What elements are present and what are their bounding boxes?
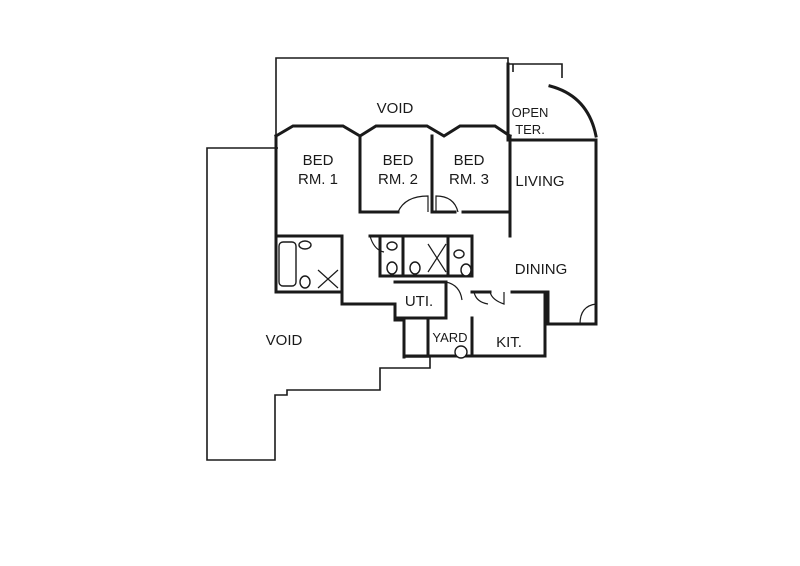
kitchen-wall	[470, 290, 547, 358]
void-left-outline	[206, 147, 431, 461]
bathtub-1	[278, 241, 297, 287]
door-living-arc	[579, 303, 597, 325]
label-living: LIVING	[515, 173, 564, 190]
label-yard: YARD	[432, 330, 467, 345]
toilet-2	[386, 261, 398, 275]
toilet-3	[409, 261, 421, 275]
shower-1	[317, 269, 339, 289]
label-void-left: VOID	[266, 332, 303, 349]
door-bed3	[435, 195, 459, 213]
outer-wall-left	[274, 134, 406, 359]
kitchen-right-wall	[510, 290, 598, 326]
label-bed2-a: BED	[383, 152, 414, 169]
label-dining: DINING	[515, 261, 568, 278]
sink-1	[298, 240, 312, 250]
label-bed2-b: RM. 2	[378, 171, 418, 188]
shower-2	[427, 243, 447, 273]
label-bed1-b: RM. 1	[298, 171, 338, 188]
bath-divider	[401, 234, 450, 278]
door-corridor	[369, 235, 385, 253]
toilet-4	[460, 263, 472, 277]
uti-wall	[393, 280, 448, 320]
outer-wall-right	[508, 134, 598, 326]
door-bed2	[397, 195, 429, 213]
void-top-outline	[275, 57, 563, 136]
label-open-a: OPEN	[512, 105, 549, 120]
label-bed3-b: RM. 3	[449, 171, 489, 188]
toilet-1	[299, 275, 311, 289]
sink-3	[453, 249, 465, 259]
door-kitchen	[489, 291, 505, 305]
open-terrace-arc	[548, 84, 598, 138]
label-bed1-a: BED	[303, 152, 334, 169]
door-uti	[445, 281, 463, 301]
label-uti: UTI.	[405, 293, 433, 310]
yard-drain	[454, 345, 468, 359]
door-kitchen-2	[473, 291, 489, 305]
label-bed3-a: BED	[454, 152, 485, 169]
bedroom-top-wall	[273, 124, 513, 139]
sink-2	[386, 241, 398, 251]
bath2-wall	[378, 234, 474, 278]
label-void-top: VOID	[377, 100, 414, 117]
label-open-b: TER.	[515, 122, 545, 137]
label-kit: KIT.	[496, 334, 522, 351]
